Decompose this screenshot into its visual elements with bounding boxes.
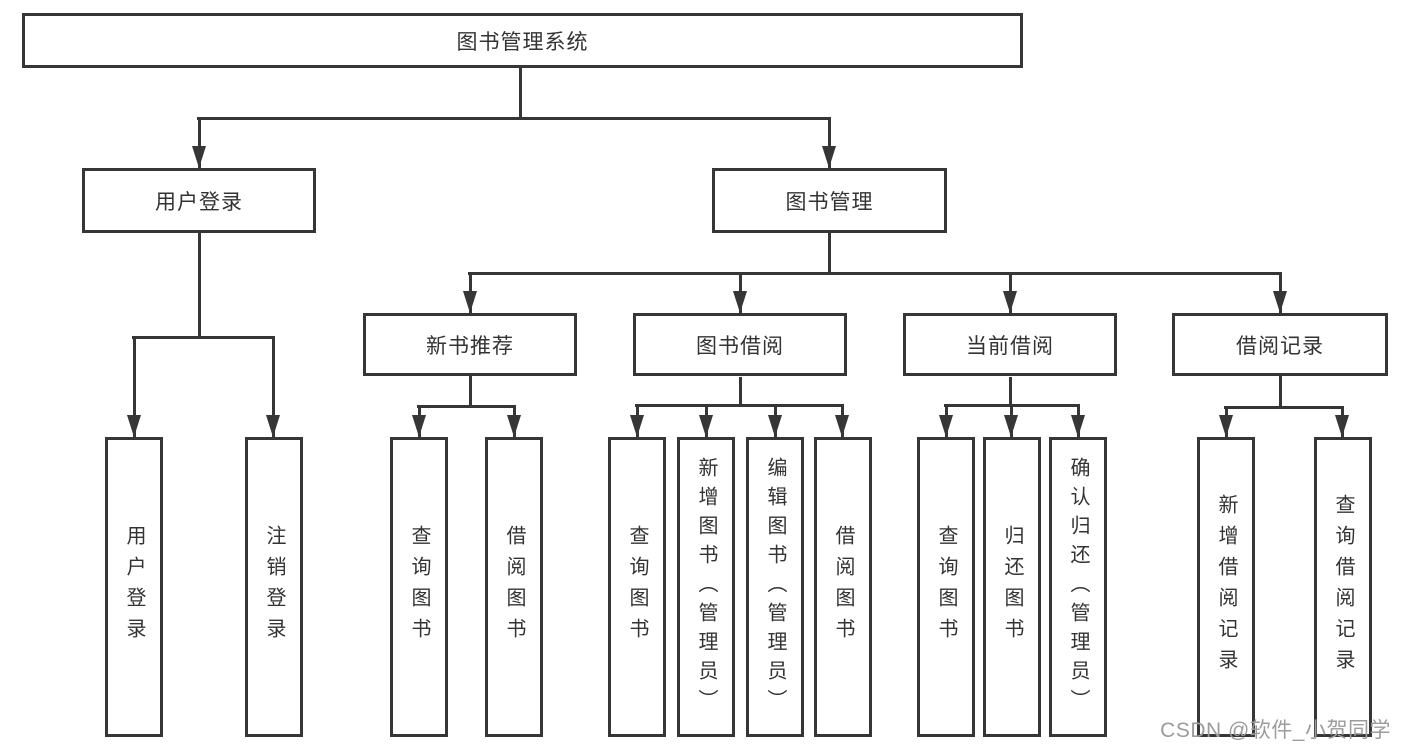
node-label: 用户登录 xyxy=(123,525,145,649)
arrowhead-icon xyxy=(507,415,521,437)
node-label: 新增借阅记录 xyxy=(1215,494,1237,680)
arrowhead-icon xyxy=(192,146,206,168)
node-book-management: 图书管理 xyxy=(712,168,947,233)
csdn-watermark: CSDN @软件_小贺同学 xyxy=(1160,719,1391,742)
arrowhead-icon xyxy=(768,415,782,437)
node-user-login: 用户登录 xyxy=(82,168,316,233)
connector-arrow-stem xyxy=(133,336,136,437)
arrowhead-icon xyxy=(127,415,141,437)
node-new-book-recommend: 新书推荐 xyxy=(363,313,577,376)
arrowhead-icon xyxy=(1219,415,1233,437)
connector-newbooks-hline xyxy=(417,405,516,408)
node-label: 归还图书 xyxy=(1001,525,1023,649)
node-book-borrow: 图书借阅 xyxy=(633,313,847,376)
node-label: 查询图书 xyxy=(408,525,430,649)
node-label: 借阅图书 xyxy=(503,525,525,649)
node-label: 查询图书 xyxy=(935,525,957,649)
node-label: 编辑图书（管理员） xyxy=(764,456,786,718)
connector-arrow-stem xyxy=(828,117,831,168)
arrowhead-icon xyxy=(733,291,747,313)
arrowhead-icon xyxy=(266,415,280,437)
leaf-return-books: 归还图书 xyxy=(983,437,1041,737)
connector-userlogin-stem xyxy=(198,233,201,336)
leaf-query-borrow-record: 查询借阅记录 xyxy=(1314,437,1372,737)
arrowhead-icon xyxy=(822,146,836,168)
leaf-query-books-1: 查询图书 xyxy=(390,437,448,737)
connector-bookmgmt-stem xyxy=(828,233,831,274)
connector-level2-hline xyxy=(197,117,831,120)
leaf-logout: 注销登录 xyxy=(245,437,303,737)
arrowhead-icon xyxy=(699,415,713,437)
leaf-confirm-return-admin: 确认归还（管理员） xyxy=(1049,437,1107,737)
arrowhead-icon xyxy=(1071,415,1085,437)
leaf-borrow-books-1: 借阅图书 xyxy=(485,437,543,737)
arrowhead-icon xyxy=(1003,291,1017,313)
node-label: 图书管理系统 xyxy=(456,30,589,54)
connector-borrowrecords-stem xyxy=(1279,376,1282,407)
node-label: 用户登录 xyxy=(155,190,243,214)
node-library-system: 图书管理系统 xyxy=(22,13,1023,68)
connector-level3-hline xyxy=(468,272,1282,275)
node-label: 图书管理 xyxy=(785,190,874,214)
arrowhead-icon xyxy=(412,415,426,437)
node-label: 注销登录 xyxy=(263,525,285,649)
connector-root-stem xyxy=(519,68,522,119)
leaf-user-login: 用户登录 xyxy=(105,437,163,737)
node-label: 新增图书（管理员） xyxy=(695,456,717,718)
leaf-query-books-3: 查询图书 xyxy=(917,437,975,737)
arrowhead-icon xyxy=(463,291,477,313)
node-current-borrow: 当前借阅 xyxy=(903,313,1117,376)
connector-borrowrecords-hline xyxy=(1224,406,1344,409)
connector-currentborrow-stem xyxy=(1009,377,1012,405)
arrowhead-icon xyxy=(835,415,849,437)
arrowhead-icon xyxy=(630,415,644,437)
arrowhead-icon xyxy=(1335,415,1349,437)
connector-arrow-stem xyxy=(272,336,275,437)
node-label: 借阅记录 xyxy=(1236,334,1324,358)
leaf-add-books-admin: 新增图书（管理员） xyxy=(677,437,735,737)
connector-arrow-stem xyxy=(198,117,201,168)
node-label: 图书借阅 xyxy=(696,334,784,358)
node-label: 借阅图书 xyxy=(832,525,854,649)
node-label: 当前借阅 xyxy=(966,334,1054,358)
connector-bookborrow-stem xyxy=(739,377,742,405)
leaf-query-books-2: 查询图书 xyxy=(608,437,666,737)
leaf-edit-books-admin: 编辑图书（管理员） xyxy=(746,437,804,737)
node-label: 确认归还（管理员） xyxy=(1067,456,1089,718)
node-label: 新书推荐 xyxy=(426,334,514,358)
connector-bookborrow-hline xyxy=(635,404,844,407)
arrowhead-icon xyxy=(939,415,953,437)
connector-userlogin-hline xyxy=(132,336,274,339)
leaf-add-borrow-record: 新增借阅记录 xyxy=(1197,437,1255,737)
node-label: 查询借阅记录 xyxy=(1332,494,1354,680)
connector-newbooks-stem xyxy=(469,376,472,407)
leaf-borrow-books-2: 借阅图书 xyxy=(814,437,872,737)
node-borrow-records: 借阅记录 xyxy=(1172,313,1388,376)
node-label: 查询图书 xyxy=(626,525,648,649)
arrowhead-icon xyxy=(1273,291,1287,313)
arrowhead-icon xyxy=(1004,415,1018,437)
